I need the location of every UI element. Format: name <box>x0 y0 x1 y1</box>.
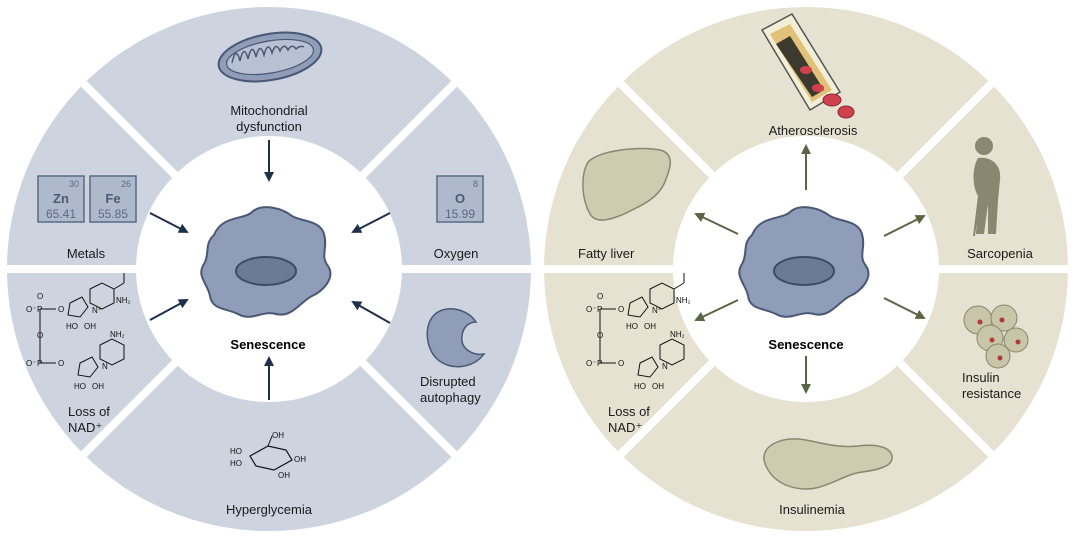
svg-text:P: P <box>597 305 602 314</box>
arrow-sarcopenia <box>883 215 926 237</box>
svg-text:P: P <box>37 359 42 368</box>
mito-label-1: Mitochondrial <box>230 103 307 118</box>
nad-loss-label-1: Loss of <box>68 404 110 419</box>
left-arrows <box>149 140 391 400</box>
svg-text:55.85: 55.85 <box>98 207 128 221</box>
nad-loss-label-2: NAD⁺ <box>68 420 102 435</box>
fatty-liver-label: Fatty liver <box>578 246 635 261</box>
glucose-structure-icon: HO HO OH OH OH <box>230 431 306 480</box>
nad-structure-icon: O⁻ P O O O⁻ P O O NH₂ N⁺ HO OH NH₂ N HO … <box>26 273 131 391</box>
svg-text:30: 30 <box>69 179 79 189</box>
svg-text:O: O <box>37 292 43 301</box>
svg-text:O: O <box>37 331 43 340</box>
svg-text:P: P <box>37 305 42 314</box>
arrow-metals <box>149 212 189 233</box>
arrow-nad-right <box>694 299 739 322</box>
atherosclerosis-label: Atherosclerosis <box>769 123 858 138</box>
svg-text:O⁻: O⁻ <box>586 305 596 314</box>
svg-text:26: 26 <box>121 179 131 189</box>
element-tile-zn: 30 Zn 65.41 <box>37 175 85 223</box>
autophagy-label-1: Disrupted <box>420 374 476 389</box>
svg-text:OH: OH <box>278 471 290 480</box>
svg-text:HO: HO <box>634 382 646 391</box>
svg-text:OH: OH <box>84 322 96 331</box>
arrow-nad <box>149 299 189 321</box>
svg-text:HO: HO <box>230 447 242 456</box>
svg-text:O: O <box>58 305 64 314</box>
sarcopenia-label: Sarcopenia <box>967 246 1034 261</box>
nad-loss-label-right-2: NAD⁺ <box>608 420 642 435</box>
metals-label: Metals <box>67 246 106 261</box>
svg-text:15.99: 15.99 <box>445 207 475 221</box>
svg-text:OH: OH <box>652 382 664 391</box>
svg-text:O⁻: O⁻ <box>26 359 36 368</box>
senescent-cell-left <box>200 206 332 318</box>
svg-text:O: O <box>618 305 624 314</box>
svg-text:OH: OH <box>644 322 656 331</box>
svg-text:N: N <box>662 362 668 371</box>
insulin-resistance-label-2: resistance <box>962 386 1021 401</box>
element-tile-o: 8 O 15.99 <box>436 175 484 223</box>
svg-text:O: O <box>618 359 624 368</box>
svg-text:OH: OH <box>294 455 306 464</box>
svg-text:HO: HO <box>626 322 638 331</box>
nad-structure-icon-right: O⁻ P O O O⁻ P O O NH₂ N⁺ HO OH NH₂ N HO … <box>586 273 691 391</box>
arrow-fatty-liver <box>694 212 739 235</box>
insulin-resistance-label-1: Insulin <box>962 370 1000 385</box>
svg-text:N⁺: N⁺ <box>652 306 662 315</box>
svg-text:8: 8 <box>473 179 478 189</box>
svg-text:O: O <box>597 331 603 340</box>
pancreas-icon <box>763 438 893 490</box>
svg-text:O: O <box>597 292 603 301</box>
arrow-autophagy <box>351 301 391 324</box>
fat-cells-icon <box>963 304 1029 369</box>
arrow-insulin-res <box>883 297 926 319</box>
left-diagram: Mitochondrial dysfunction 30 Zn 65.41 26… <box>4 7 534 531</box>
svg-text:NH₂: NH₂ <box>116 296 131 305</box>
autophagy-label-2: autophagy <box>420 390 481 405</box>
svg-text:NH₂: NH₂ <box>110 330 125 339</box>
svg-text:OH: OH <box>92 382 104 391</box>
svg-text:O⁻: O⁻ <box>586 359 596 368</box>
svg-text:Zn: Zn <box>53 191 69 206</box>
svg-text:HO: HO <box>230 459 242 468</box>
senescence-label-left: Senescence <box>230 337 305 352</box>
oxygen-label: Oxygen <box>434 246 479 261</box>
insulinemia-label: Insulinemia <box>779 502 846 517</box>
svg-text:65.41: 65.41 <box>46 207 76 221</box>
svg-text:HO: HO <box>66 322 78 331</box>
liver-icon <box>582 147 671 221</box>
svg-text:NH₂: NH₂ <box>676 296 691 305</box>
artery-icon <box>760 13 855 119</box>
svg-text:NH₂: NH₂ <box>670 330 685 339</box>
svg-text:O: O <box>455 191 465 206</box>
elderly-person-icon <box>973 137 1001 237</box>
hyperglycemia-label: Hyperglycemia <box>226 502 313 517</box>
svg-text:N⁺: N⁺ <box>92 306 102 315</box>
right-arrows <box>694 144 926 394</box>
element-tile-fe: 26 Fe 55.85 <box>89 175 137 223</box>
autophagy-icon <box>426 308 486 368</box>
svg-text:HO: HO <box>74 382 86 391</box>
svg-text:O: O <box>58 359 64 368</box>
svg-text:OH: OH <box>272 431 284 440</box>
svg-text:O⁻: O⁻ <box>26 305 36 314</box>
senescence-label-right: Senescence <box>768 337 843 352</box>
svg-text:N: N <box>102 362 108 371</box>
svg-text:Fe: Fe <box>105 191 120 206</box>
nad-loss-label-right-1: Loss of <box>608 404 650 419</box>
svg-text:P: P <box>597 359 602 368</box>
senescent-cell-right <box>738 206 870 318</box>
mito-label-2: dysfunction <box>236 119 302 134</box>
right-diagram: Atherosclerosis Fatty liver Sarcopenia <box>541 7 1071 531</box>
arrow-oxygen <box>351 212 391 233</box>
mitochondrion-icon <box>217 31 323 83</box>
